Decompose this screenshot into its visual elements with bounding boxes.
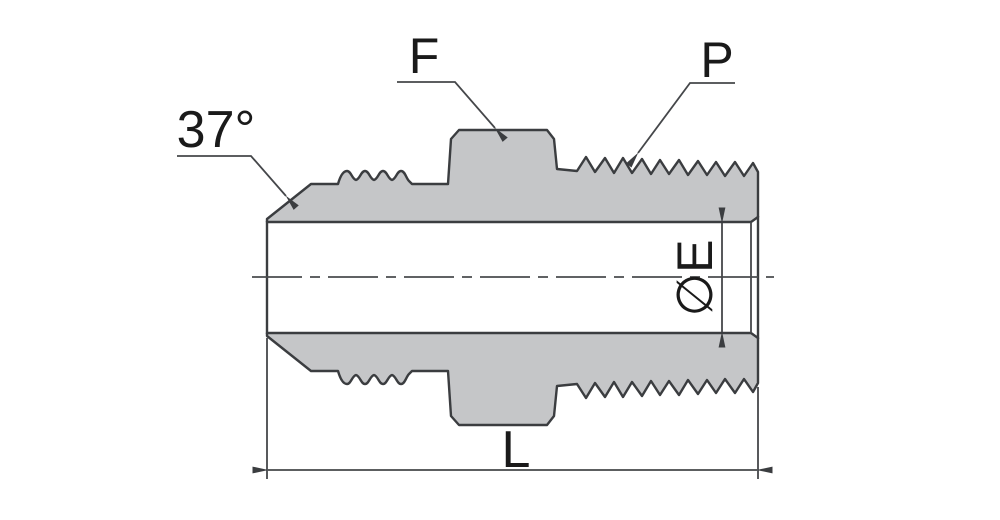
hex-flats-callout: F	[397, 28, 508, 142]
bore-diameter-dimension: ∅E	[667, 207, 726, 348]
length-label: L	[502, 421, 531, 479]
flare-angle-callout: 37°	[177, 101, 299, 210]
pipe-thread-leader-line	[626, 82, 735, 168]
flare-angle-label: 37°	[177, 101, 256, 159]
hex-flats-label: F	[409, 28, 440, 84]
fitting-body-lower-half	[265, 331, 760, 427]
hex-flats-leader-line	[397, 81, 508, 142]
pipe-thread-callout: P	[626, 32, 735, 168]
bore-diameter-label: ∅E	[667, 240, 723, 317]
fitting-body-upper-half	[265, 128, 760, 224]
pipe-thread-label: P	[700, 32, 733, 88]
overall-length-dimension: L	[252, 338, 773, 479]
flare-angle-leader-line	[177, 155, 299, 210]
